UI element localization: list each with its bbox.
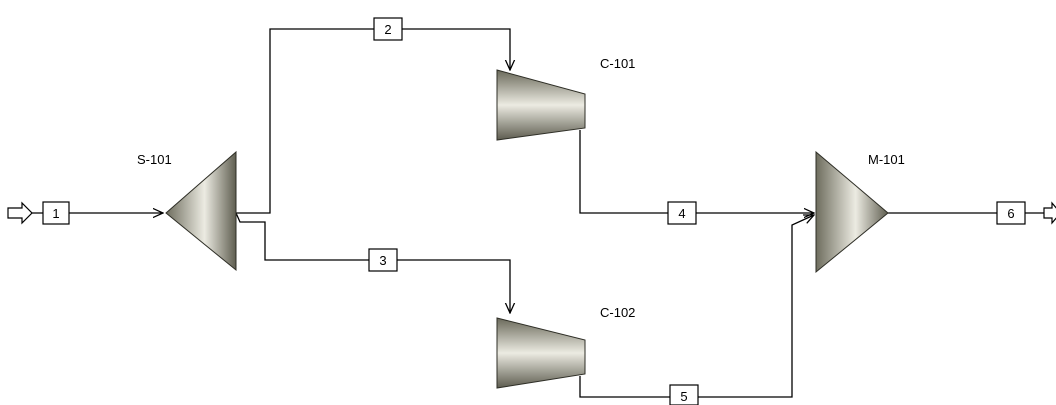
stream-tag-5[interactable]: 5 [669, 384, 699, 405]
stream-tag-2-label: 2 [384, 22, 391, 37]
stream-tag-4[interactable]: 4 [667, 201, 697, 225]
mixer-m101-icon[interactable] [815, 150, 889, 274]
compressor-c101-label: C-101 [600, 56, 635, 71]
stream-tag-6[interactable]: 6 [996, 201, 1026, 225]
stream-tag-3[interactable]: 3 [368, 248, 398, 272]
stream-tag-5-label: 5 [680, 389, 687, 404]
mixer-label: M-101 [868, 152, 905, 167]
splitter-s101-icon[interactable] [165, 150, 237, 272]
stream-tag-4-label: 4 [678, 206, 685, 221]
stream-line-4[interactable] [579, 130, 814, 213]
splitter-label: S-101 [137, 152, 172, 167]
stream-line-5[interactable] [579, 215, 814, 398]
compressor-c102-label: C-102 [600, 305, 635, 320]
compressor-c102-icon[interactable] [496, 317, 586, 389]
stream-line-3[interactable] [235, 212, 510, 313]
stream-tag-6-label: 6 [1007, 206, 1014, 221]
stream-tag-2[interactable]: 2 [373, 17, 403, 41]
stream-tag-1-label: 1 [52, 206, 59, 221]
stream-tag-3-label: 3 [379, 253, 386, 268]
feed-arrow-icon [7, 201, 33, 225]
stream-tag-1[interactable]: 1 [42, 201, 70, 225]
stream-line-2[interactable] [236, 28, 510, 214]
product-arrow-icon [1043, 201, 1056, 225]
compressor-c101-icon[interactable] [496, 69, 586, 141]
